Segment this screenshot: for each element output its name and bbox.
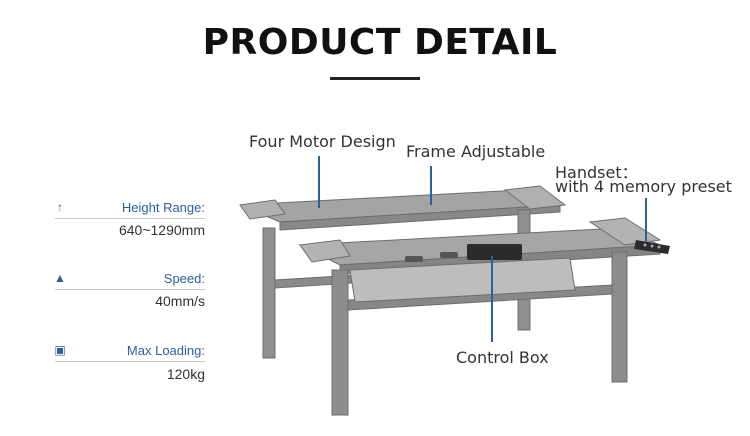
callout-handset-detail: with 4 memory preset: [555, 177, 732, 196]
spec-value-height: 640~1290mm: [118, 222, 205, 238]
page-title: PRODUCT DETAIL: [202, 22, 558, 63]
spec-divider: [55, 361, 205, 362]
spec-divider: [55, 289, 205, 290]
control-box-shape: [467, 244, 522, 260]
callout-handset-title: Handset：: [555, 163, 638, 182]
speed-icon: ▲: [54, 271, 66, 285]
title-underline: [330, 77, 420, 80]
spec-value-max-loading: 120kg: [166, 366, 205, 382]
handset-shape: [634, 240, 670, 254]
spec-label-max-loading: Max Loading:: [126, 343, 205, 358]
callout-frame-adjustable: Frame Adjustable: [406, 142, 546, 161]
weight-icon: ▣: [54, 343, 66, 357]
callout-four-motor-design: Four Motor Design: [249, 132, 396, 151]
up-arrow-icon: ↑: [57, 200, 63, 214]
spec-divider: [55, 218, 205, 219]
spec-label-speed: Speed:: [163, 271, 205, 286]
spec-value-speed: 40mm/s: [155, 293, 205, 309]
callout-control-box: Control Box: [456, 348, 549, 367]
spec-label-height: Height Range:: [121, 200, 205, 215]
